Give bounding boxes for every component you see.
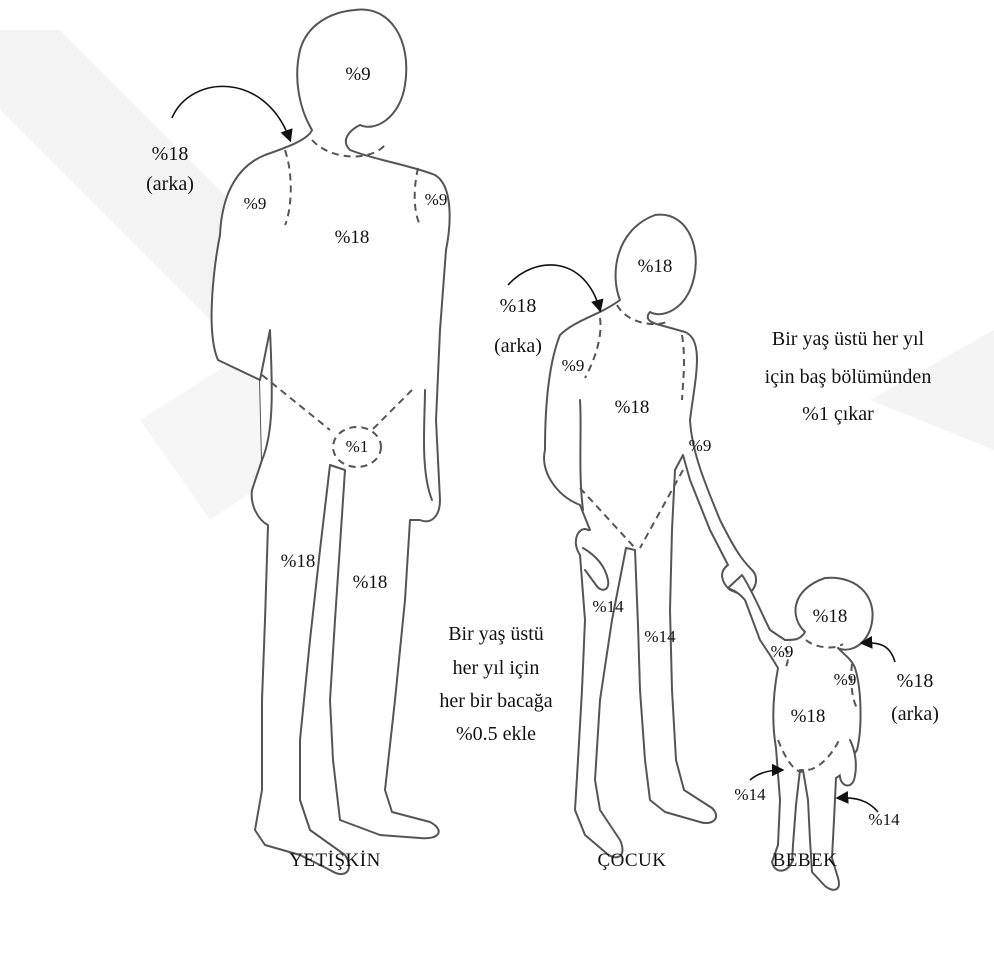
baby-right-leg-label: %14 (868, 810, 900, 829)
adult-torso-label: %18 (335, 227, 370, 248)
head-rule-line-1: Bir yaş üstü her yıl (772, 328, 925, 350)
baby-back-note: (arka) (891, 703, 939, 725)
leg-rule-note: Bir yaş üstü her yıl için her bir bacağa… (439, 623, 552, 745)
baby-back-label: %18 (897, 670, 934, 692)
baby-back-arrow (862, 643, 895, 662)
adult-left-arm-label: %9 (244, 194, 267, 213)
leg-rule-line-2: her yıl için (453, 657, 540, 679)
child-caption: ÇOCUK (597, 850, 666, 871)
adult-back-label: %18 (152, 143, 189, 165)
baby-left-arm-label: %9 (771, 642, 794, 661)
child-back-label: %18 (500, 295, 537, 317)
child-body-outline (544, 215, 756, 858)
adult-back-note: (arka) (146, 173, 194, 195)
child-back-note: (arka) (494, 335, 542, 357)
adult-genital-label: %1 (346, 437, 369, 456)
baby-body-outline (728, 575, 873, 890)
child-figure (508, 215, 756, 858)
leg-rule-line-4: %0.5 ekle (456, 723, 536, 745)
leg-rule-line-1: Bir yaş üstü (448, 623, 544, 645)
child-head-label: %18 (638, 256, 673, 277)
child-left-arm-label: %9 (562, 356, 585, 375)
adult-left-leg-label: %18 (281, 551, 316, 572)
head-rule-line-3: %1 çıkar (802, 403, 874, 425)
baby-torso-label: %18 (791, 706, 826, 727)
adult-right-arm-label: %9 (425, 190, 448, 209)
watermark (0, 30, 994, 520)
adult-right-leg-label: %18 (353, 572, 388, 593)
adult-back-arrow (172, 86, 290, 140)
child-right-leg-label: %14 (644, 627, 676, 646)
adult-head-label: %9 (345, 64, 370, 85)
baby-head-label: %18 (813, 606, 848, 627)
child-torso-label: %18 (615, 397, 650, 418)
child-left-leg-label: %14 (592, 597, 624, 616)
baby-caption: BEBEK (773, 850, 838, 871)
baby-figure (728, 575, 895, 890)
adult-caption: YETİŞKİN (289, 850, 381, 871)
head-rule-line-2: için baş bölümünden (765, 366, 932, 388)
baby-right-arm-label: %9 (834, 670, 857, 689)
child-right-arm-label: %9 (689, 436, 712, 455)
baby-left-leg-label: %14 (734, 785, 766, 804)
leg-rule-line-3: her bir bacağa (439, 690, 552, 712)
